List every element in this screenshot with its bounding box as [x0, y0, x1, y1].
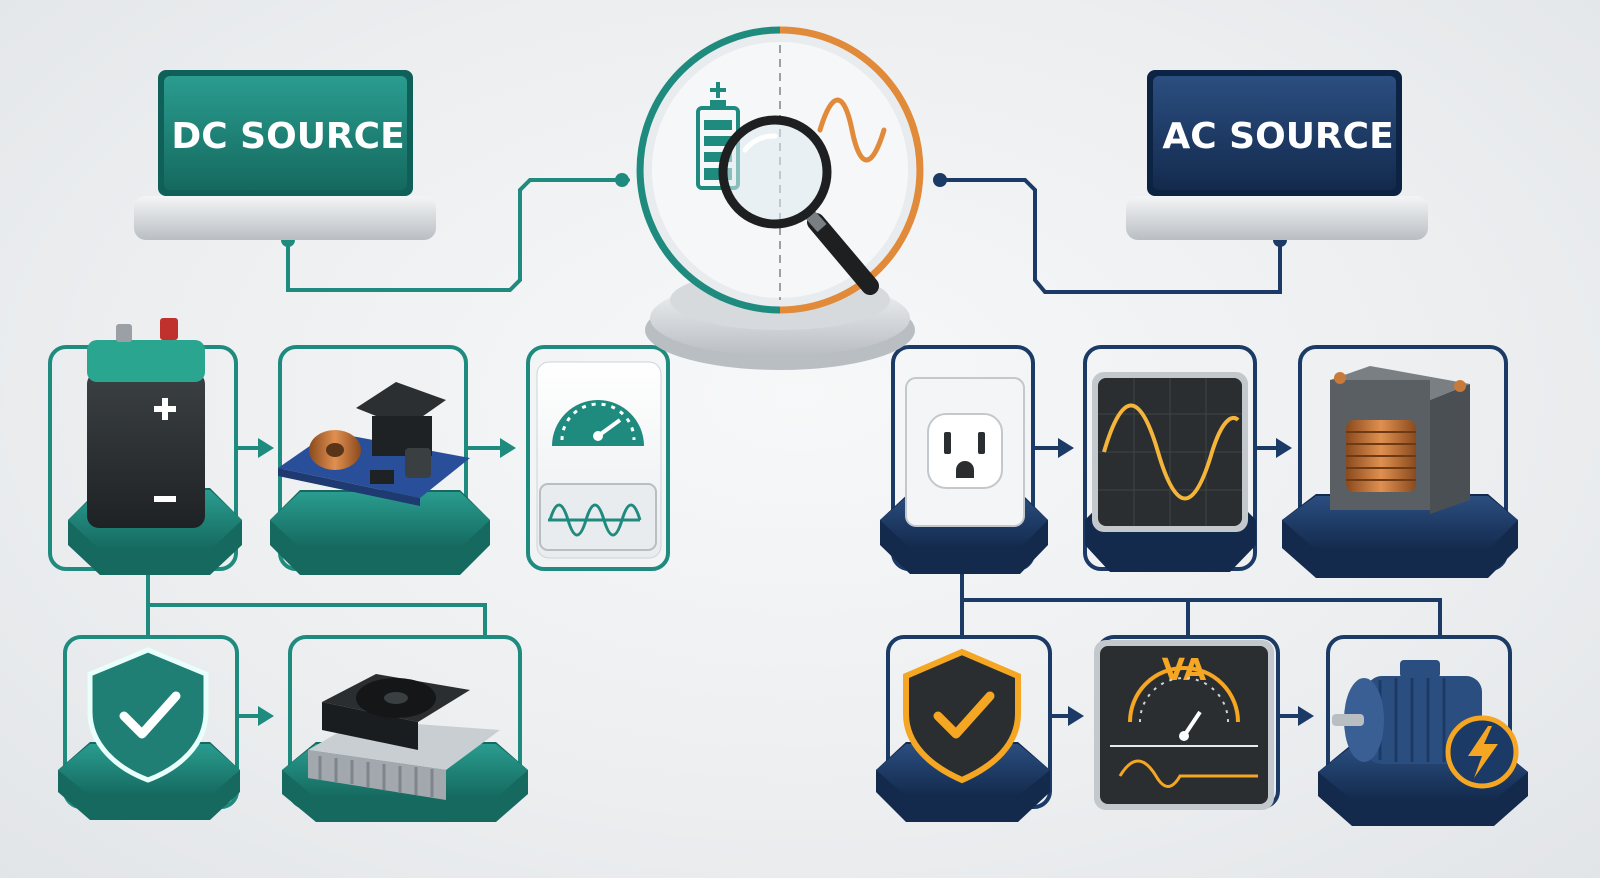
magnifier-icon [718, 115, 879, 295]
ac-source-label: AC SOURCE [1162, 116, 1393, 157]
dc-converter-tile[interactable] [270, 382, 490, 575]
ac-shield-tile[interactable] [876, 648, 1050, 822]
dc-arrows [236, 438, 516, 726]
ac-arrows [1033, 438, 1314, 726]
ac-motor-tile[interactable] [1318, 660, 1528, 826]
speedometer-icon [552, 400, 644, 446]
center-comparison-lens[interactable] [636, 26, 924, 370]
ac-transformer-tile[interactable] [1282, 366, 1518, 578]
shield-check-icon [87, 647, 209, 783]
sine-wave-icon [817, 97, 887, 163]
dc-source-label: DC SOURCE [171, 116, 404, 157]
ac-oscilloscope-tile[interactable] [1085, 372, 1256, 572]
dc-converter-board-icon [278, 382, 470, 506]
oscilloscope-sine-icon [1092, 372, 1248, 532]
dc-meter-card[interactable] [536, 361, 662, 559]
shield-check-icon [903, 648, 1021, 784]
dc-battery-tile[interactable] [68, 318, 242, 575]
wall-outlet-icon [905, 377, 1025, 527]
ac-outlet-tile[interactable] [880, 377, 1048, 574]
va-meter-icon: VA [1110, 653, 1258, 788]
ac-va-meter-tile[interactable]: VA [1094, 640, 1274, 810]
ac-source-plaque[interactable]: AC SOURCE [1126, 70, 1428, 240]
dc-heatsink-tile[interactable] [282, 674, 528, 822]
dc-shield-tile[interactable] [58, 647, 240, 820]
battery-icon [87, 318, 205, 528]
waveform-icon [548, 503, 642, 537]
transformer-icon [1330, 366, 1470, 514]
dc-source-plaque[interactable]: DC SOURCE [134, 70, 436, 240]
heatsink-fan-icon [308, 674, 500, 800]
motor-lightning-icon [1332, 660, 1519, 789]
